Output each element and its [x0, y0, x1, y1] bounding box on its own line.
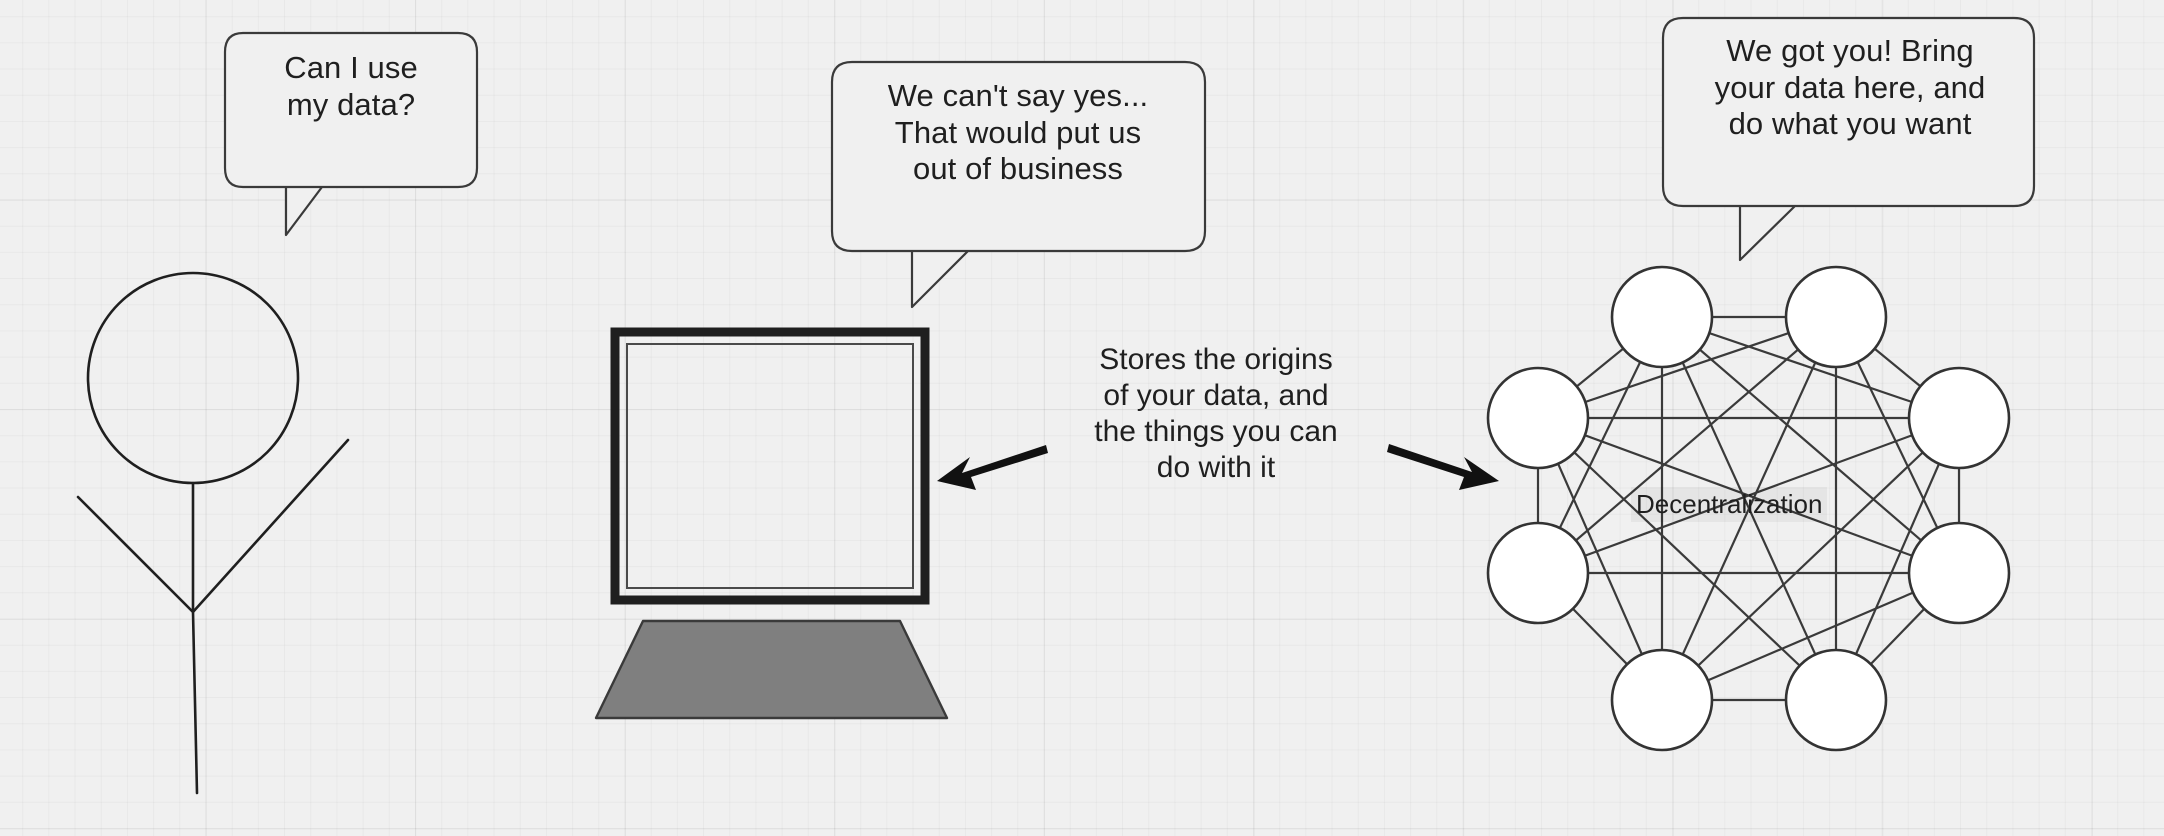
arrow-group	[937, 444, 1499, 490]
laptop-screen-inner-frame	[626, 343, 914, 589]
stick-figure-arms-line	[76, 438, 350, 614]
network-node[interactable]	[1486, 366, 1590, 470]
network-edge	[1660, 316, 1838, 701]
speech-bubble-company-reply-shape	[830, 60, 1207, 309]
network-node[interactable]	[1784, 265, 1888, 369]
stick-figure-person	[76, 271, 350, 795]
network-edge	[1537, 417, 1837, 701]
network-node[interactable]	[1610, 265, 1714, 369]
network-edge	[1661, 571, 1960, 702]
network-nodes	[1486, 265, 2011, 752]
arrow-to-laptop-icon	[937, 445, 1048, 490]
laptop-screen-outer-frame	[610, 327, 930, 605]
network-node[interactable]	[1784, 648, 1888, 752]
speech-bubble-company-reply[interactable]	[830, 60, 1207, 309]
speech-bubble-user-question-label: Can I use my data?	[284, 50, 418, 122]
network-edge	[1537, 416, 1960, 575]
stores-origins-note: Stores the origins of your data, and the…	[1094, 343, 1338, 484]
stick-figure-body-line	[191, 481, 199, 795]
network-edge	[1537, 315, 1837, 420]
stick-figure-head-icon	[86, 271, 300, 485]
laptop-base-keyboard	[594, 619, 949, 720]
speech-bubble-company-reply-label: We can't say yes... That would put us ou…	[887, 78, 1149, 187]
network-edges-chords	[1536, 315, 1961, 702]
network-node[interactable]	[1907, 521, 2011, 625]
decentralization-label: Decentralization	[1631, 487, 1828, 522]
speech-bubble-network-reply-shape	[1661, 16, 2036, 262]
speech-bubble-network-reply-label: We got you! Bring your data here, and do…	[1714, 33, 1986, 142]
laptop-computer	[594, 327, 949, 720]
speech-bubble-user-question-shape	[223, 31, 479, 237]
network-node[interactable]	[1907, 366, 2011, 470]
arrow-to-network-icon	[1387, 444, 1499, 490]
network-edge	[1661, 417, 1960, 701]
network-edge	[1536, 417, 1664, 701]
speech-bubble-network-reply[interactable]	[1661, 16, 2036, 262]
decentralized-network	[1486, 265, 2011, 752]
network-edge	[1661, 315, 1960, 420]
network-node[interactable]	[1486, 521, 1590, 625]
speech-bubble-user-question[interactable]	[223, 31, 479, 237]
network-node[interactable]	[1610, 648, 1714, 752]
